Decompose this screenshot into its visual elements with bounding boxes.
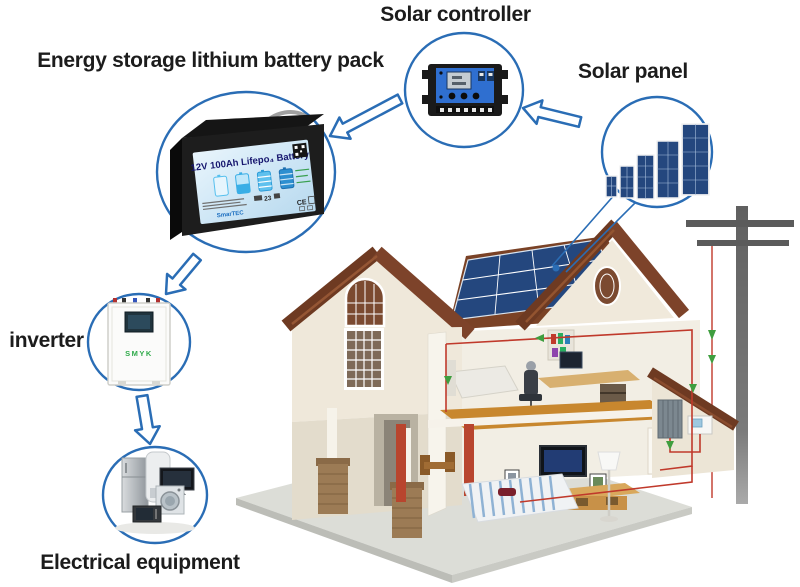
- second-floor-room: [428, 329, 682, 430]
- battery-cert: CE: [297, 199, 308, 207]
- desk: [538, 370, 640, 388]
- red-column: [396, 424, 406, 502]
- arrow-controller-to-battery: [328, 93, 404, 140]
- inverter-device: SMYK: [107, 298, 171, 386]
- arrow-inverter-to-equipment: [133, 393, 161, 446]
- controller-circle: [403, 31, 525, 149]
- wiring-flow-arrows: [444, 334, 697, 450]
- battery-small-note: 23: [264, 195, 272, 203]
- left-gable: [281, 246, 475, 340]
- arrow-battery-to-inverter: [164, 252, 203, 296]
- inverter-circle: [86, 292, 192, 392]
- electrical-equipment-label: Electrical equipment: [40, 551, 240, 574]
- inverter-brand: SMYK: [125, 349, 153, 358]
- solar-controller-device: [422, 64, 508, 116]
- appliances-device: [115, 451, 195, 534]
- battery-brand: SmarTEC: [217, 210, 245, 219]
- sofa-cushion: [498, 488, 516, 496]
- flow-arrow-icon: [708, 355, 716, 364]
- controller-button: [448, 92, 456, 100]
- red-column: [464, 424, 474, 496]
- house-illustration: [281, 219, 739, 538]
- ground-floor-room: [396, 424, 675, 523]
- striped-sofa: [461, 473, 579, 523]
- bed: [449, 365, 519, 399]
- person-figure: [526, 361, 536, 371]
- dining-table: [424, 462, 454, 469]
- utility-pole: [686, 206, 794, 504]
- oval-window: [593, 266, 621, 306]
- battery-level-icons: [213, 167, 295, 197]
- equipment-circle: [101, 445, 209, 545]
- solar-panel-leader-lines: [551, 192, 637, 273]
- component-circles: [86, 31, 714, 545]
- solar-panel-label: Solar panel: [578, 60, 688, 83]
- battery-device: 12V 100Ah Lifepo₄ Battery SmarTEC: [170, 110, 324, 240]
- solar-panel-device: [605, 123, 710, 200]
- solar-panel-circle: [600, 95, 714, 209]
- flow-arrow-icon: [708, 330, 716, 340]
- office-chair: [524, 370, 538, 396]
- controller-lcd: [446, 71, 472, 90]
- battery-circle: [155, 90, 337, 254]
- battery-pack-label: Energy storage lithium battery pack: [37, 49, 384, 72]
- inverter-label: inverter: [9, 329, 84, 352]
- right-gable: [515, 219, 690, 331]
- arrow-panel-to-controller: [521, 99, 583, 129]
- controller-button: [460, 92, 468, 100]
- controller-button: [472, 92, 480, 100]
- floor-lamp: [597, 451, 621, 522]
- solar-controller-label: Solar controller: [380, 3, 531, 26]
- qr-code: [292, 142, 308, 159]
- computer-monitor: [559, 351, 583, 369]
- annex-extension: [647, 367, 739, 478]
- flow-arrows: [133, 93, 583, 446]
